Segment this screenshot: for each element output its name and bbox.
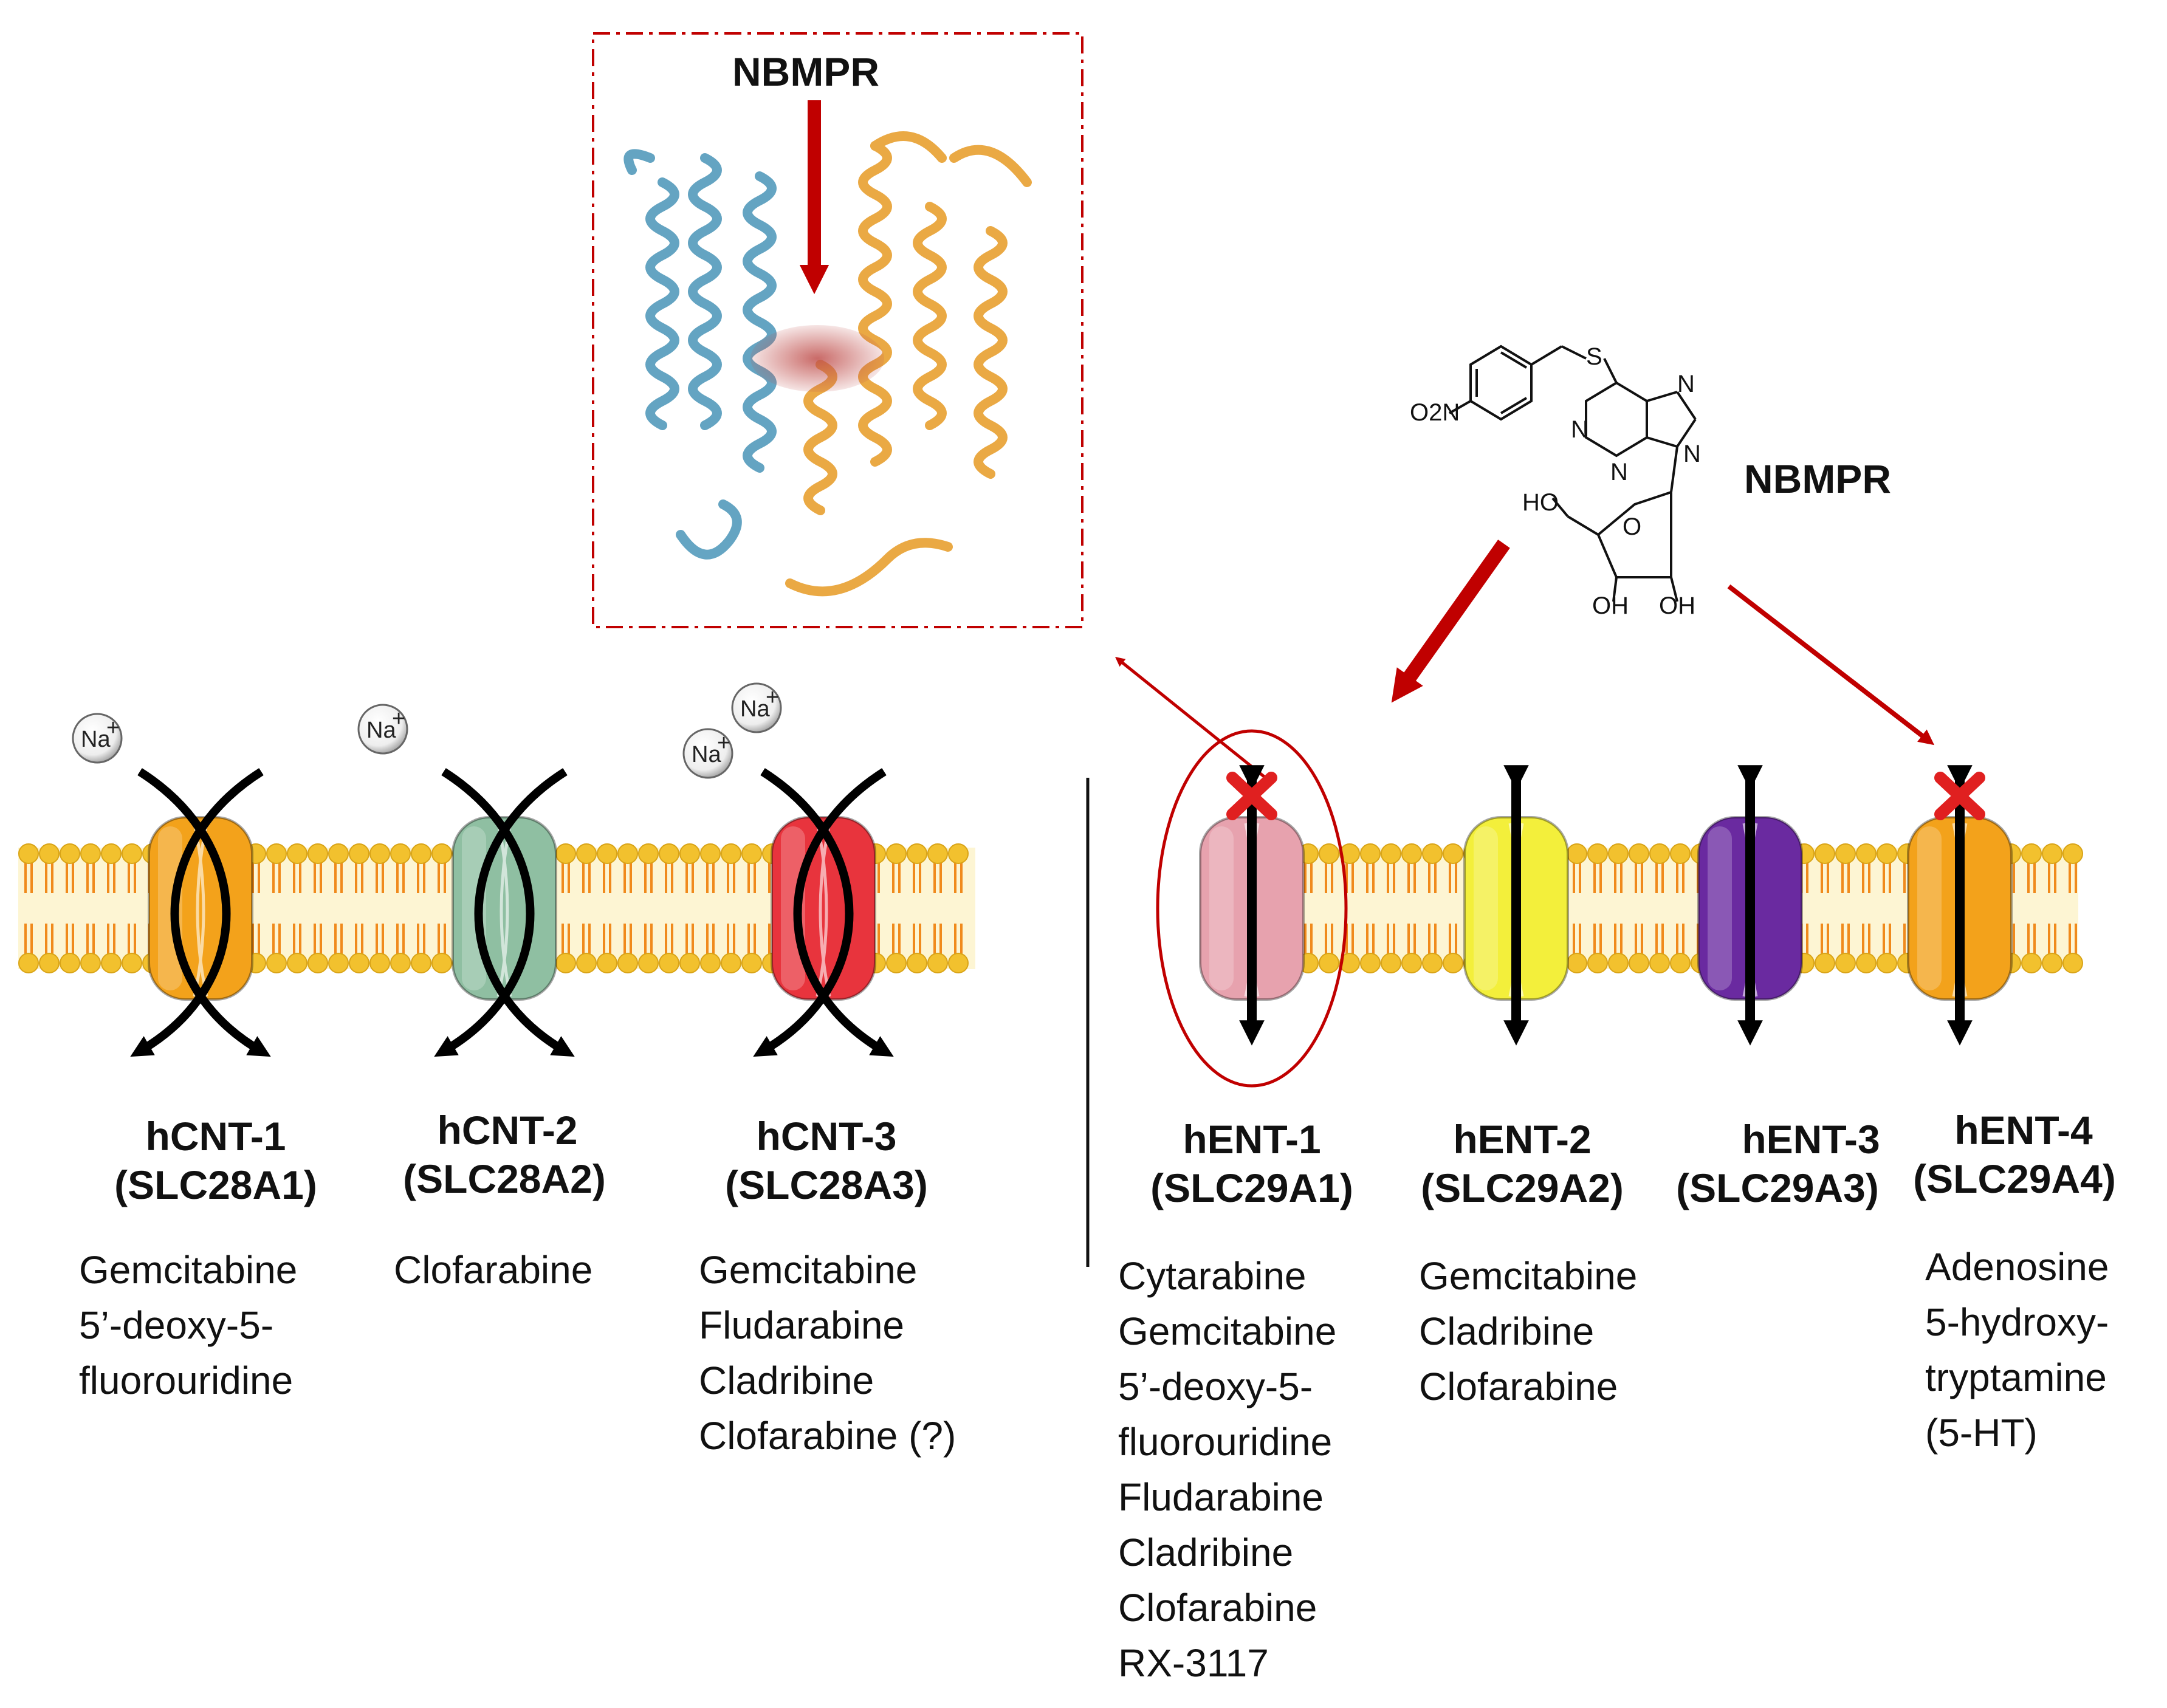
hent2-drug-2: Cladribine: [1419, 1309, 1595, 1353]
hent1-gene: (SLC29A1): [1150, 1165, 1353, 1210]
hent2-drug-list: Gemcitabine Cladribine Clofarabine: [1419, 1249, 1637, 1415]
cnt-transporters: Na+Na+Na+Na+: [72, 682, 894, 1057]
svg-text:Na: Na: [740, 696, 770, 722]
hcnt3-gene: (SLC28A3): [725, 1162, 928, 1207]
nbmpr-arrows: [1115, 540, 1935, 785]
hent1-name: hENT-1: [1183, 1117, 1321, 1162]
hcnt1-drug-1: Gemcitabine: [79, 1248, 298, 1292]
hcnt3-name: hCNT-3: [756, 1114, 897, 1159]
protein-ribbon-blue: [623, 149, 777, 560]
hcnt3-drug-list: Gemcitabine Fludarabine Cladribine Clofa…: [699, 1243, 956, 1464]
hcnt3-drug-2: Fludarabine: [699, 1303, 904, 1347]
hcnt3-na-ion-2: Na+: [731, 682, 782, 733]
chemical-name-label: NBMPR: [1744, 456, 1891, 501]
nitro-group-label: O2N: [1410, 399, 1460, 426]
hcnt3-na-ion-1: Na+: [682, 728, 733, 779]
hcnt3-symport-arrows: [753, 768, 894, 1057]
hcnt3-drug-1: Gemcitabine: [699, 1248, 918, 1292]
inset-nbmpr-label: NBMPR: [732, 49, 879, 94]
hydroxyl-5-label: HO: [1522, 489, 1559, 516]
svg-text:Na: Na: [366, 718, 396, 743]
hent1-drug-7: Clofarabine: [1118, 1586, 1317, 1630]
sulfur-label: S: [1586, 343, 1602, 370]
nbmpr-chemical-labels: O2N S HO O OH OH N N N N: [1410, 343, 1701, 619]
hent1-drug-4: fluorouridine: [1118, 1420, 1333, 1464]
hent2-drug-3: Clofarabine: [1419, 1365, 1618, 1408]
hcnt3-protein: [771, 816, 876, 1001]
hent1-drug-3: 5’-deoxy-5-: [1118, 1365, 1313, 1408]
hent4-gene: (SLC29A4): [1913, 1156, 2116, 1201]
hcnt3-drug-4: Clofarabine (?): [699, 1414, 956, 1458]
inset-frame: [592, 32, 1084, 628]
arrow-to-inset: [1115, 656, 1274, 785]
hent1-drug-1: Cytarabine: [1118, 1254, 1307, 1298]
hent4-inhibition-x-icon: [1934, 772, 1985, 820]
hent4-drug-list: Adenosine 5-hydroxy- tryptamine (5-HT): [1925, 1240, 2109, 1461]
hydroxyl-2-label: OH: [1592, 592, 1629, 619]
nitrogen-label-2: N: [1610, 459, 1628, 485]
nbmpr-chemical-structure: [1449, 345, 1697, 602]
hent1-drug-6: Cladribine: [1118, 1531, 1294, 1574]
hent4-drug-4: (5-HT): [1925, 1411, 2038, 1455]
svg-text:+: +: [392, 706, 405, 732]
hent3-name: hENT-3: [1742, 1117, 1880, 1162]
hcnt1-na-ion: Na+: [72, 713, 123, 764]
hydroxyl-3-label: OH: [1659, 592, 1695, 619]
svg-text:Na: Na: [81, 727, 111, 752]
ring-oxygen-label: O: [1623, 513, 1641, 540]
hcnt1-drug-3: fluorouridine: [79, 1359, 294, 1402]
hent4-drug-2: 5-hydroxy-: [1925, 1300, 2109, 1344]
arrow-to-hent4: [1727, 584, 1935, 746]
protein-ribbon-orange: [785, 131, 1032, 597]
hent4-drug-3: tryptamine: [1925, 1356, 2107, 1399]
svg-text:+: +: [717, 730, 730, 756]
hent1-inhibition-x-icon: [1226, 772, 1277, 820]
hent1-drug-2: Gemcitabine: [1118, 1309, 1337, 1353]
nitrogen-label-4: N: [1683, 441, 1701, 467]
hcnt2-drug-1: Clofarabine: [394, 1248, 593, 1292]
nitrogen-label-1: N: [1571, 416, 1588, 443]
hent3-gene: (SLC29A3): [1676, 1165, 1879, 1210]
ligand-binding-site: [750, 325, 884, 392]
svg-text:+: +: [106, 715, 120, 741]
hent1-drug-5: Fludarabine: [1118, 1475, 1324, 1519]
arrow-to-hent1: [1391, 540, 1510, 703]
hent4-drug-1: Adenosine: [1925, 1245, 2109, 1289]
hcnt2-gene: (SLC28A2): [403, 1156, 606, 1201]
hcnt2-symport-arrows: [434, 768, 575, 1057]
hcnt1-name: hCNT-1: [145, 1114, 286, 1159]
hcnt1-gene: (SLC28A1): [114, 1162, 317, 1207]
structure-inset: [592, 32, 1084, 628]
hcnt1-protein: [148, 816, 253, 1001]
hcnt2-na-ion: Na+: [357, 704, 408, 755]
hcnt1-drug-list: Gemcitabine 5’-deoxy-5- fluorouridine: [79, 1243, 297, 1408]
hent2-name: hENT-2: [1453, 1117, 1592, 1162]
hcnt1-drug-2: 5’-deoxy-5-: [79, 1303, 274, 1347]
hent2-drug-1: Gemcitabine: [1419, 1254, 1638, 1298]
hent1-drug-list: Cytarabine Gemcitabine 5’-deoxy-5- fluor…: [1118, 1249, 1336, 1691]
hcnt1-symport-arrows: [130, 768, 271, 1057]
hcnt2-drug-list: Clofarabine: [394, 1243, 592, 1298]
hent2-gene: (SLC29A2): [1421, 1165, 1624, 1210]
svg-text:+: +: [766, 685, 779, 710]
hcnt3-drug-3: Cladribine: [699, 1359, 874, 1402]
svg-text:Na: Na: [692, 742, 721, 767]
hcnt2-name: hCNT-2: [437, 1108, 578, 1153]
nitrogen-label-3: N: [1677, 371, 1695, 397]
hcnt2-protein: [452, 816, 557, 1001]
hent1-drug-8: RX-3117: [1118, 1641, 1269, 1685]
hent1-highlight-circle: [1156, 729, 1348, 1088]
ent-transporters: [1199, 765, 2013, 1046]
hent4-name: hENT-4: [1954, 1108, 2093, 1153]
